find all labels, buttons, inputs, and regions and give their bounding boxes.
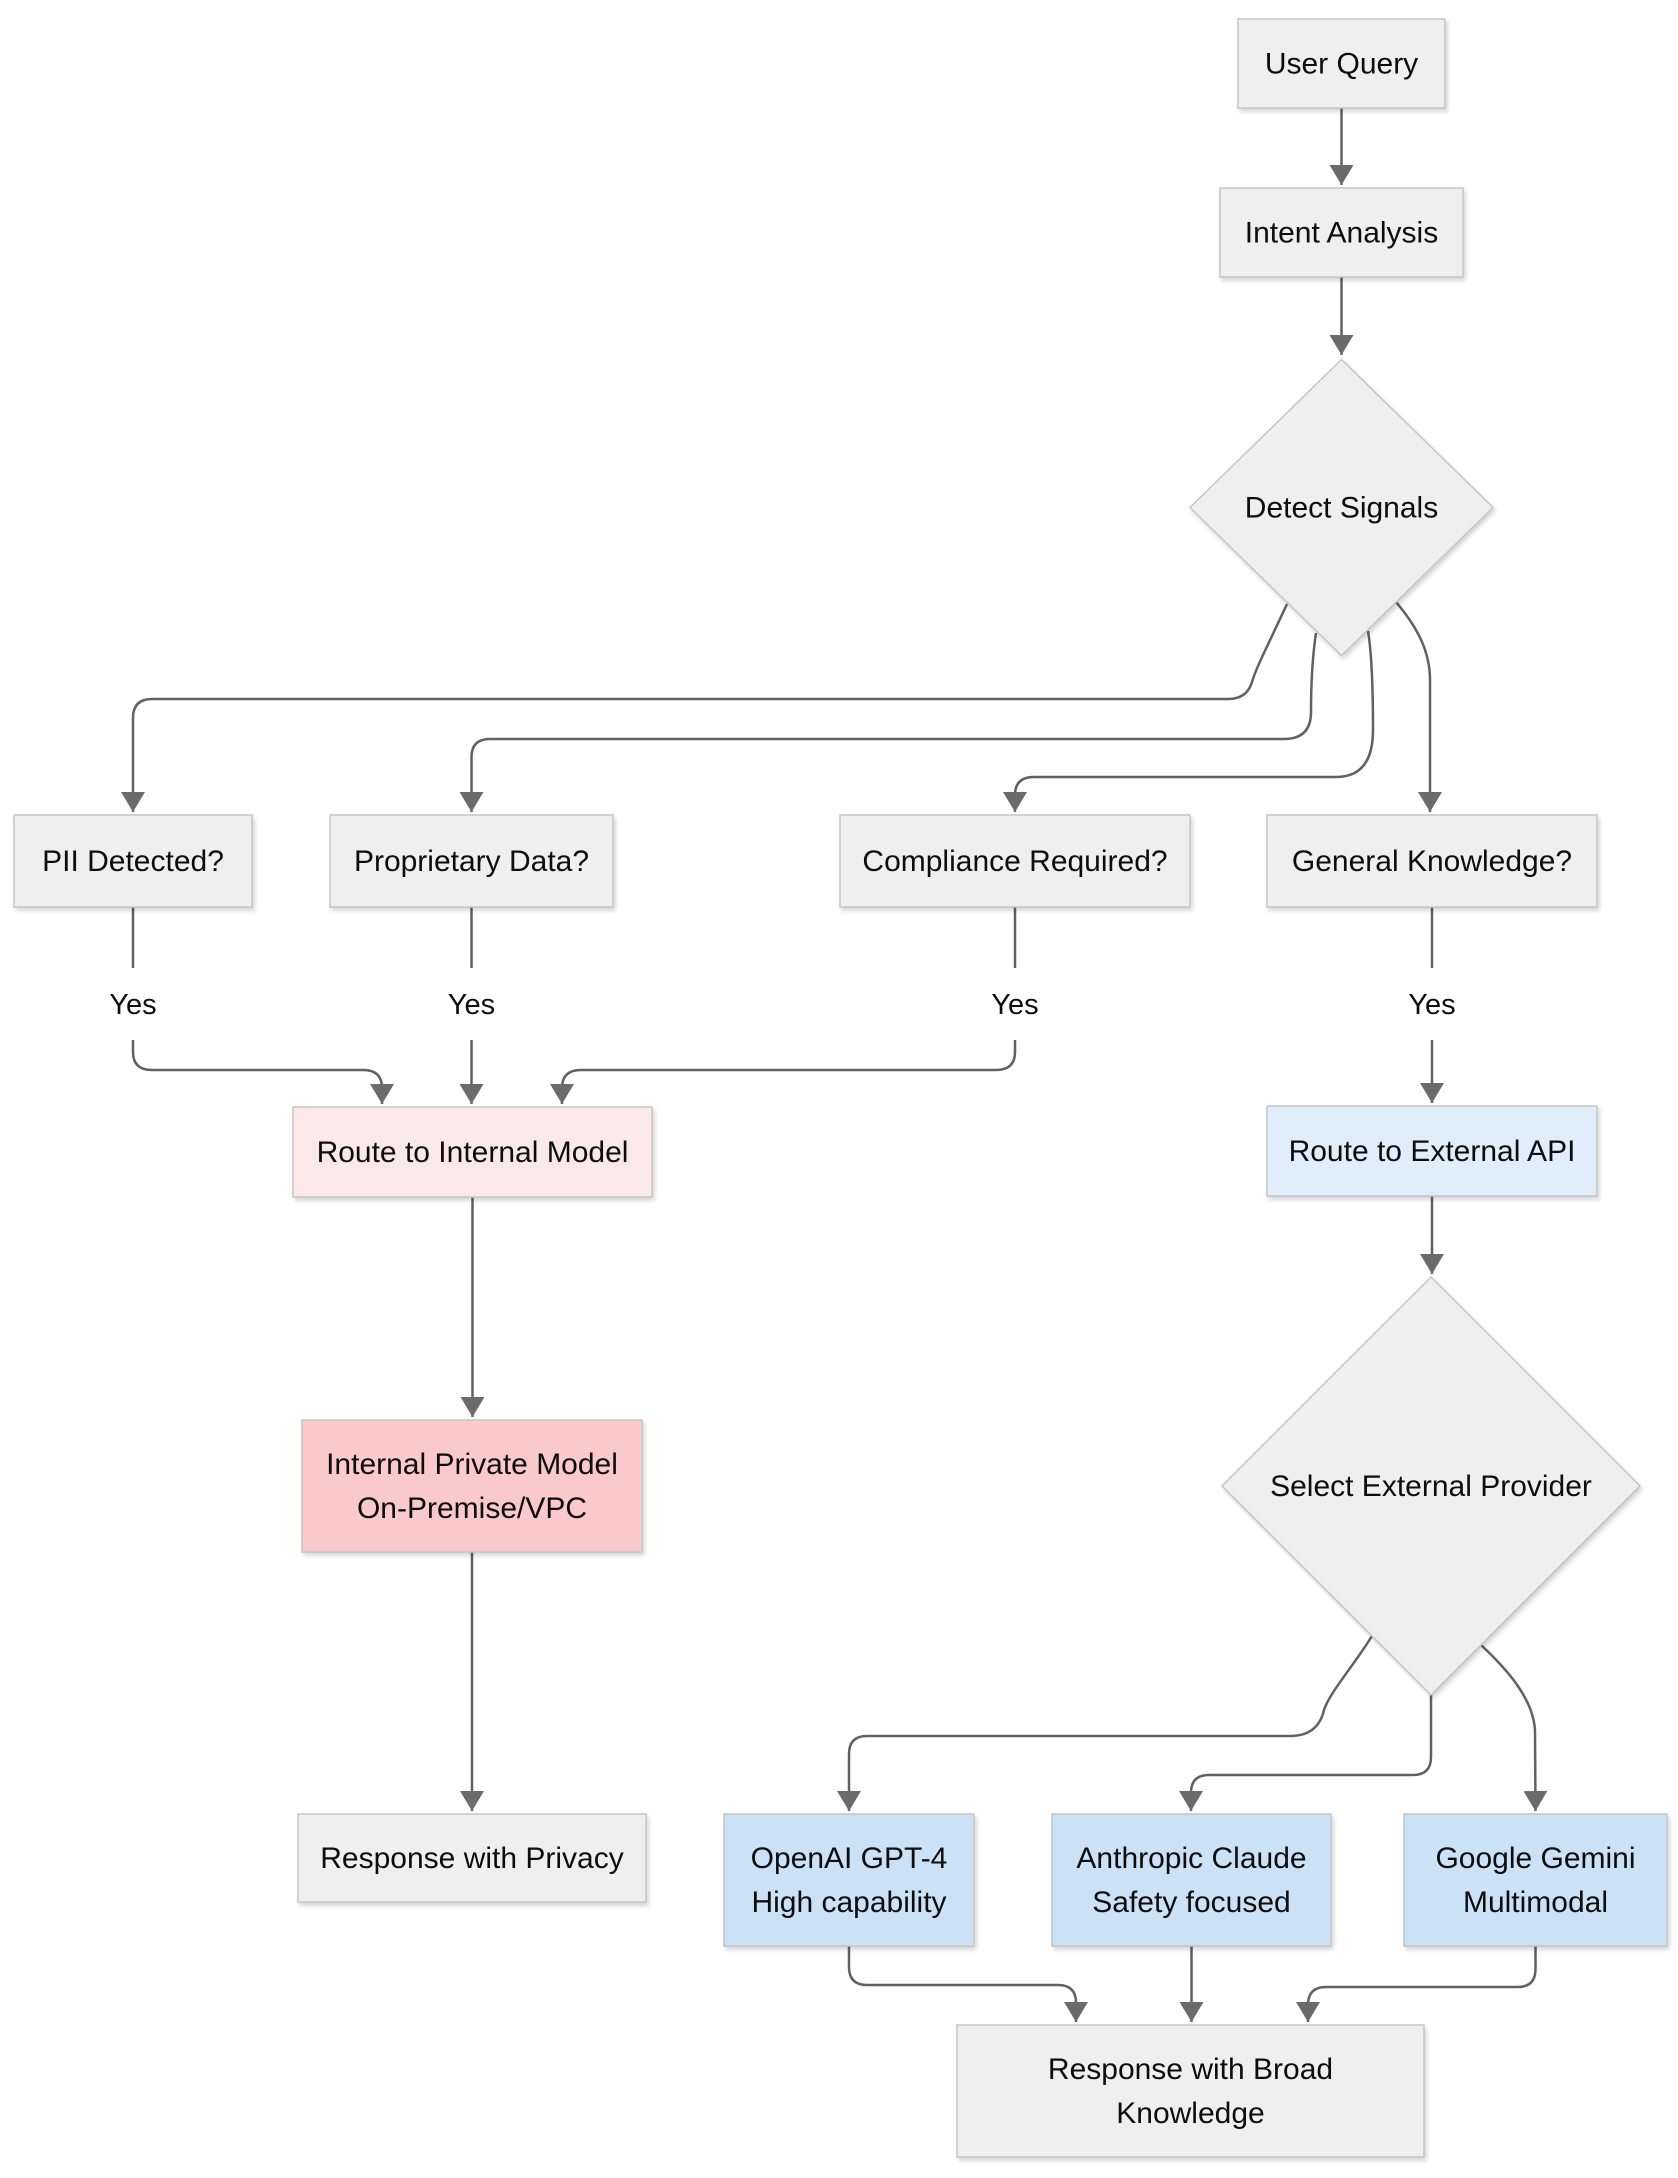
edge-label-bg bbox=[99, 984, 167, 1024]
node-proprietary-data: Proprietary Data? bbox=[329, 814, 614, 908]
select-provider-shape bbox=[1220, 1275, 1642, 1697]
edge-compliance-yes bbox=[550, 1040, 1017, 1104]
route-internal-box bbox=[292, 1106, 653, 1198]
edge-detect-to-pii bbox=[121, 603, 1289, 812]
node-user-query: User Query bbox=[1237, 18, 1446, 109]
intent-analysis-box bbox=[1219, 187, 1464, 278]
node-compliance-required: Compliance Required? bbox=[839, 814, 1191, 908]
node-pii-detected: PII Detected? bbox=[13, 814, 253, 908]
edge-label-layer: Yes Yes Yes Yes bbox=[99, 984, 1466, 1024]
response-broad-box bbox=[956, 2024, 1425, 2158]
intent-analysis-label: Intent Analysis bbox=[1245, 217, 1438, 250]
response-privacy-box bbox=[297, 1813, 647, 1903]
response-privacy-label: Response with Privacy bbox=[320, 1842, 623, 1875]
node-general-knowledge: General Knowledge? bbox=[1266, 814, 1598, 908]
edge-pii-yes bbox=[131, 1040, 394, 1104]
edge-select-to-google bbox=[1480, 1644, 1548, 1812]
proprietary-data-box bbox=[329, 814, 614, 908]
user-query-label: User Query bbox=[1265, 48, 1418, 81]
user-query-box bbox=[1237, 18, 1446, 109]
openai-gpt4-box bbox=[723, 1813, 975, 1947]
node-detect-signals: Detect Signals bbox=[1188, 358, 1495, 657]
edge-select-to-anthropic bbox=[1179, 1695, 1433, 1811]
edge-label-bg bbox=[437, 984, 506, 1024]
detect-signals-label: Detect Signals bbox=[1245, 492, 1438, 525]
detect-signals-shape bbox=[1188, 358, 1495, 657]
edge-detect-to-compliance bbox=[1003, 630, 1375, 812]
edge-label-bg bbox=[1398, 984, 1466, 1024]
edge-select-to-openai bbox=[837, 1635, 1374, 1811]
node-route-external: Route to External API bbox=[1266, 1105, 1598, 1197]
compliance-required-box bbox=[839, 814, 1191, 908]
edge-label-proprietary-yes: Yes bbox=[448, 989, 495, 1021]
proprietary-data-label: Proprietary Data? bbox=[354, 845, 589, 878]
pii-detected-box bbox=[13, 814, 253, 908]
internal-private-model-box bbox=[301, 1419, 643, 1553]
node-select-provider: Select External Provider bbox=[1220, 1275, 1642, 1697]
compliance-required-label: Compliance Required? bbox=[862, 845, 1167, 878]
google-gemini-box bbox=[1403, 1813, 1668, 1947]
edge-detect-to-proprietary bbox=[459, 632, 1318, 812]
route-external-label: Route to External API bbox=[1289, 1135, 1576, 1168]
route-external-box bbox=[1266, 1105, 1598, 1197]
edge-google-to-broad bbox=[1296, 1946, 1537, 2022]
general-knowledge-label: General Knowledge? bbox=[1292, 845, 1572, 878]
edge-label-bg bbox=[981, 984, 1049, 1024]
node-intent-analysis: Intent Analysis bbox=[1219, 187, 1464, 278]
edge-label-general-yes: Yes bbox=[1408, 989, 1455, 1021]
edge-layer bbox=[121, 108, 1548, 2022]
edge-label-pii-yes: Yes bbox=[109, 989, 156, 1021]
anthropic-claude-box bbox=[1051, 1813, 1332, 1947]
node-response-privacy: Response with Privacy bbox=[297, 1813, 647, 1903]
pii-detected-label: PII Detected? bbox=[42, 845, 224, 878]
edge-detect-to-general bbox=[1395, 601, 1442, 812]
edge-label-compliance-yes: Yes bbox=[991, 989, 1038, 1021]
general-knowledge-box bbox=[1266, 814, 1598, 908]
route-internal-label: Route to Internal Model bbox=[317, 1136, 629, 1169]
edge-openai-to-broad bbox=[847, 1946, 1088, 2022]
select-provider-label: Select External Provider bbox=[1270, 1470, 1592, 1503]
node-route-internal: Route to Internal Model bbox=[292, 1106, 653, 1198]
